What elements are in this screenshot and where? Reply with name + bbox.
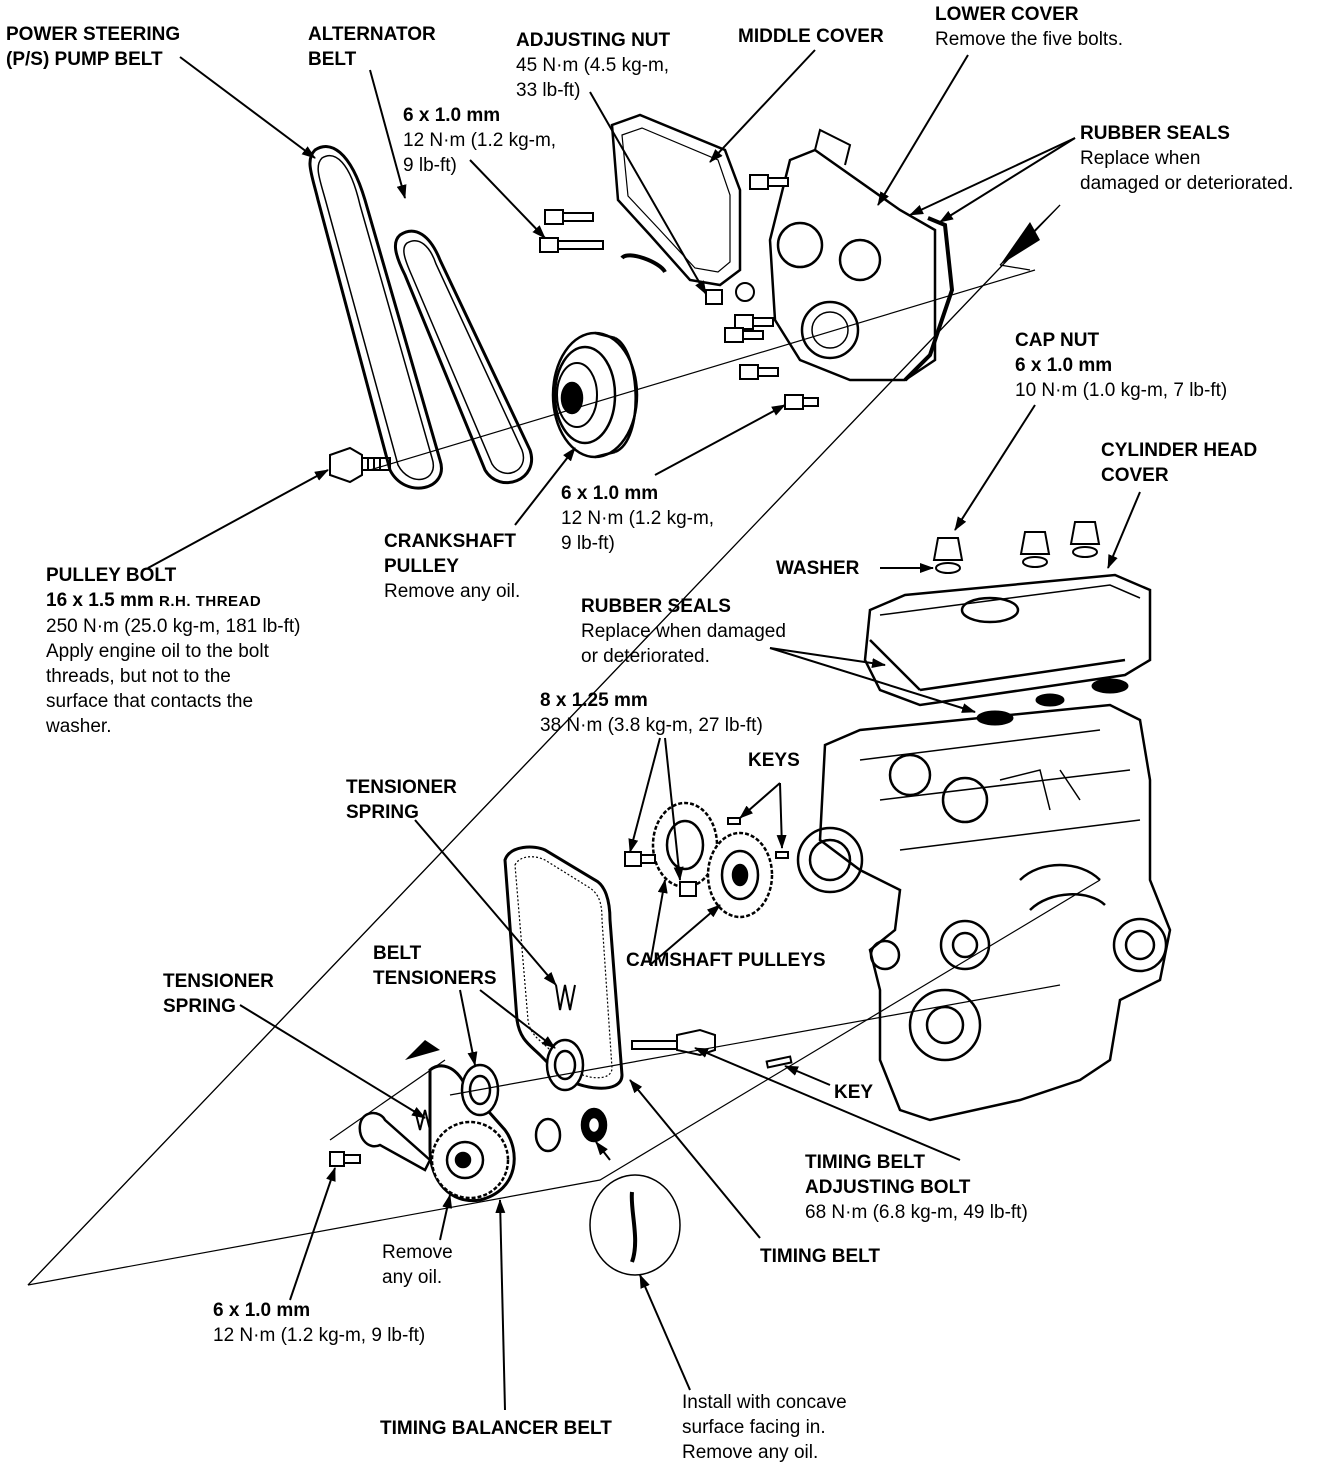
label-bolt-6x1-bottom: 6 x 1.0 mm 12 N·m (1.2 kg-m, 9 lb-ft) xyxy=(213,1300,426,1346)
balancer-pulley xyxy=(430,1120,510,1200)
label-belt-tensioners: BELT TENSIONERS xyxy=(373,943,497,989)
label-washer: WASHER xyxy=(776,558,860,579)
label-ps-pump-belt: POWER STEERING (P/S) PUMP BELT xyxy=(6,24,181,70)
alternator-belt xyxy=(393,229,534,485)
label-bolt-6x1-mid: 6 x 1.0 mm 12 N·m (1.2 kg-m, 9 lb-ft) xyxy=(561,483,715,554)
label-tensioner-spring-left: TENSIONER SPRING xyxy=(163,971,274,1017)
tensioner-springs xyxy=(414,984,576,1131)
crankshaft-pulley xyxy=(551,331,639,459)
label-rubber-seals-top: RUBBER SEALS Replace when damaged or det… xyxy=(1080,123,1294,194)
label-cap-nut: CAP NUT 6 x 1.0 mm 10 N·m (1.0 kg-m, 7 l… xyxy=(1015,330,1228,401)
cover-bolts xyxy=(539,174,819,410)
alignment-lines xyxy=(27,204,1101,1286)
engine-block xyxy=(796,703,1172,1122)
washer-inset-circle xyxy=(589,1174,681,1276)
label-timing-balancer-belt: TIMING BALANCER BELT xyxy=(380,1418,612,1439)
label-keys: KEYS xyxy=(748,750,800,771)
key-part xyxy=(765,1055,793,1069)
label-camshaft-pulleys: CAMSHAFT PULLEYS xyxy=(626,950,826,971)
tensioner-bracket xyxy=(358,1111,432,1172)
tensioner-pulleys xyxy=(460,1038,608,1153)
label-install-note: Install with concave surface facing in. … xyxy=(682,1392,847,1463)
label-adjusting-nut: ADJUSTING NUT 45 N·m (4.5 kg-m, 33 lb-ft… xyxy=(516,30,671,101)
label-middle-cover: MIDDLE COVER xyxy=(738,26,884,47)
label-key: KEY xyxy=(834,1082,874,1103)
label-pulley-bolt: PULLEY BOLT 16 x 1.5 mm R.H. THREAD 250 … xyxy=(46,565,301,737)
camshaft-pulleys xyxy=(651,801,774,919)
label-lower-cover: LOWER COVER Remove the five bolts. xyxy=(935,4,1123,50)
pulley-bolt xyxy=(329,446,391,484)
pulley-bolt-size: 16 x 1.5 mm xyxy=(46,590,160,611)
ps-pump-belt xyxy=(308,145,443,490)
middle-cover-bracket xyxy=(620,253,667,274)
label-timing-belt-adjusting-bolt: TIMING BELT ADJUSTING BOLT 68 N·m (6.8 k… xyxy=(805,1152,1028,1223)
timing-balancer-belt-shape xyxy=(428,1064,516,1203)
label-alternator-belt: ALTERNATOR BELT xyxy=(308,24,436,70)
cap-nuts xyxy=(932,521,1101,574)
label-cylinder-head-cover: CYLINDER HEAD COVER xyxy=(1101,440,1258,486)
label-crankshaft-pulley: CRANKSHAFT PULLEY Remove any oil. xyxy=(384,531,521,602)
middle-cover xyxy=(610,113,742,287)
label-bolt-6x1-top: 6 x 1.0 mm 12 N·m (1.2 kg-m, 9 lb-ft) xyxy=(403,105,557,176)
label-timing-belt: TIMING BELT xyxy=(760,1246,880,1267)
label-rubber-seals-mid: RUBBER SEALS Replace when damaged or det… xyxy=(581,596,786,667)
keys-parts xyxy=(727,817,789,859)
cam-bolts xyxy=(624,851,697,897)
timing-belt-shape xyxy=(503,845,624,1090)
label-bolt-8x125: 8 x 1.25 mm 38 N·m (3.8 kg-m, 27 lb-ft) xyxy=(540,690,763,736)
pulley-bolt-thread: R.H. THREAD xyxy=(159,593,262,610)
rubber-seal-gasket-top xyxy=(903,216,955,382)
leader-arrows xyxy=(147,49,1141,1411)
cylinder-head-cover xyxy=(863,573,1152,707)
balancer-bolt xyxy=(329,1151,361,1167)
label-tensioner-spring-top: TENSIONER SPRING xyxy=(346,777,457,823)
label-remove-oil: Remove any oil. xyxy=(382,1242,453,1288)
